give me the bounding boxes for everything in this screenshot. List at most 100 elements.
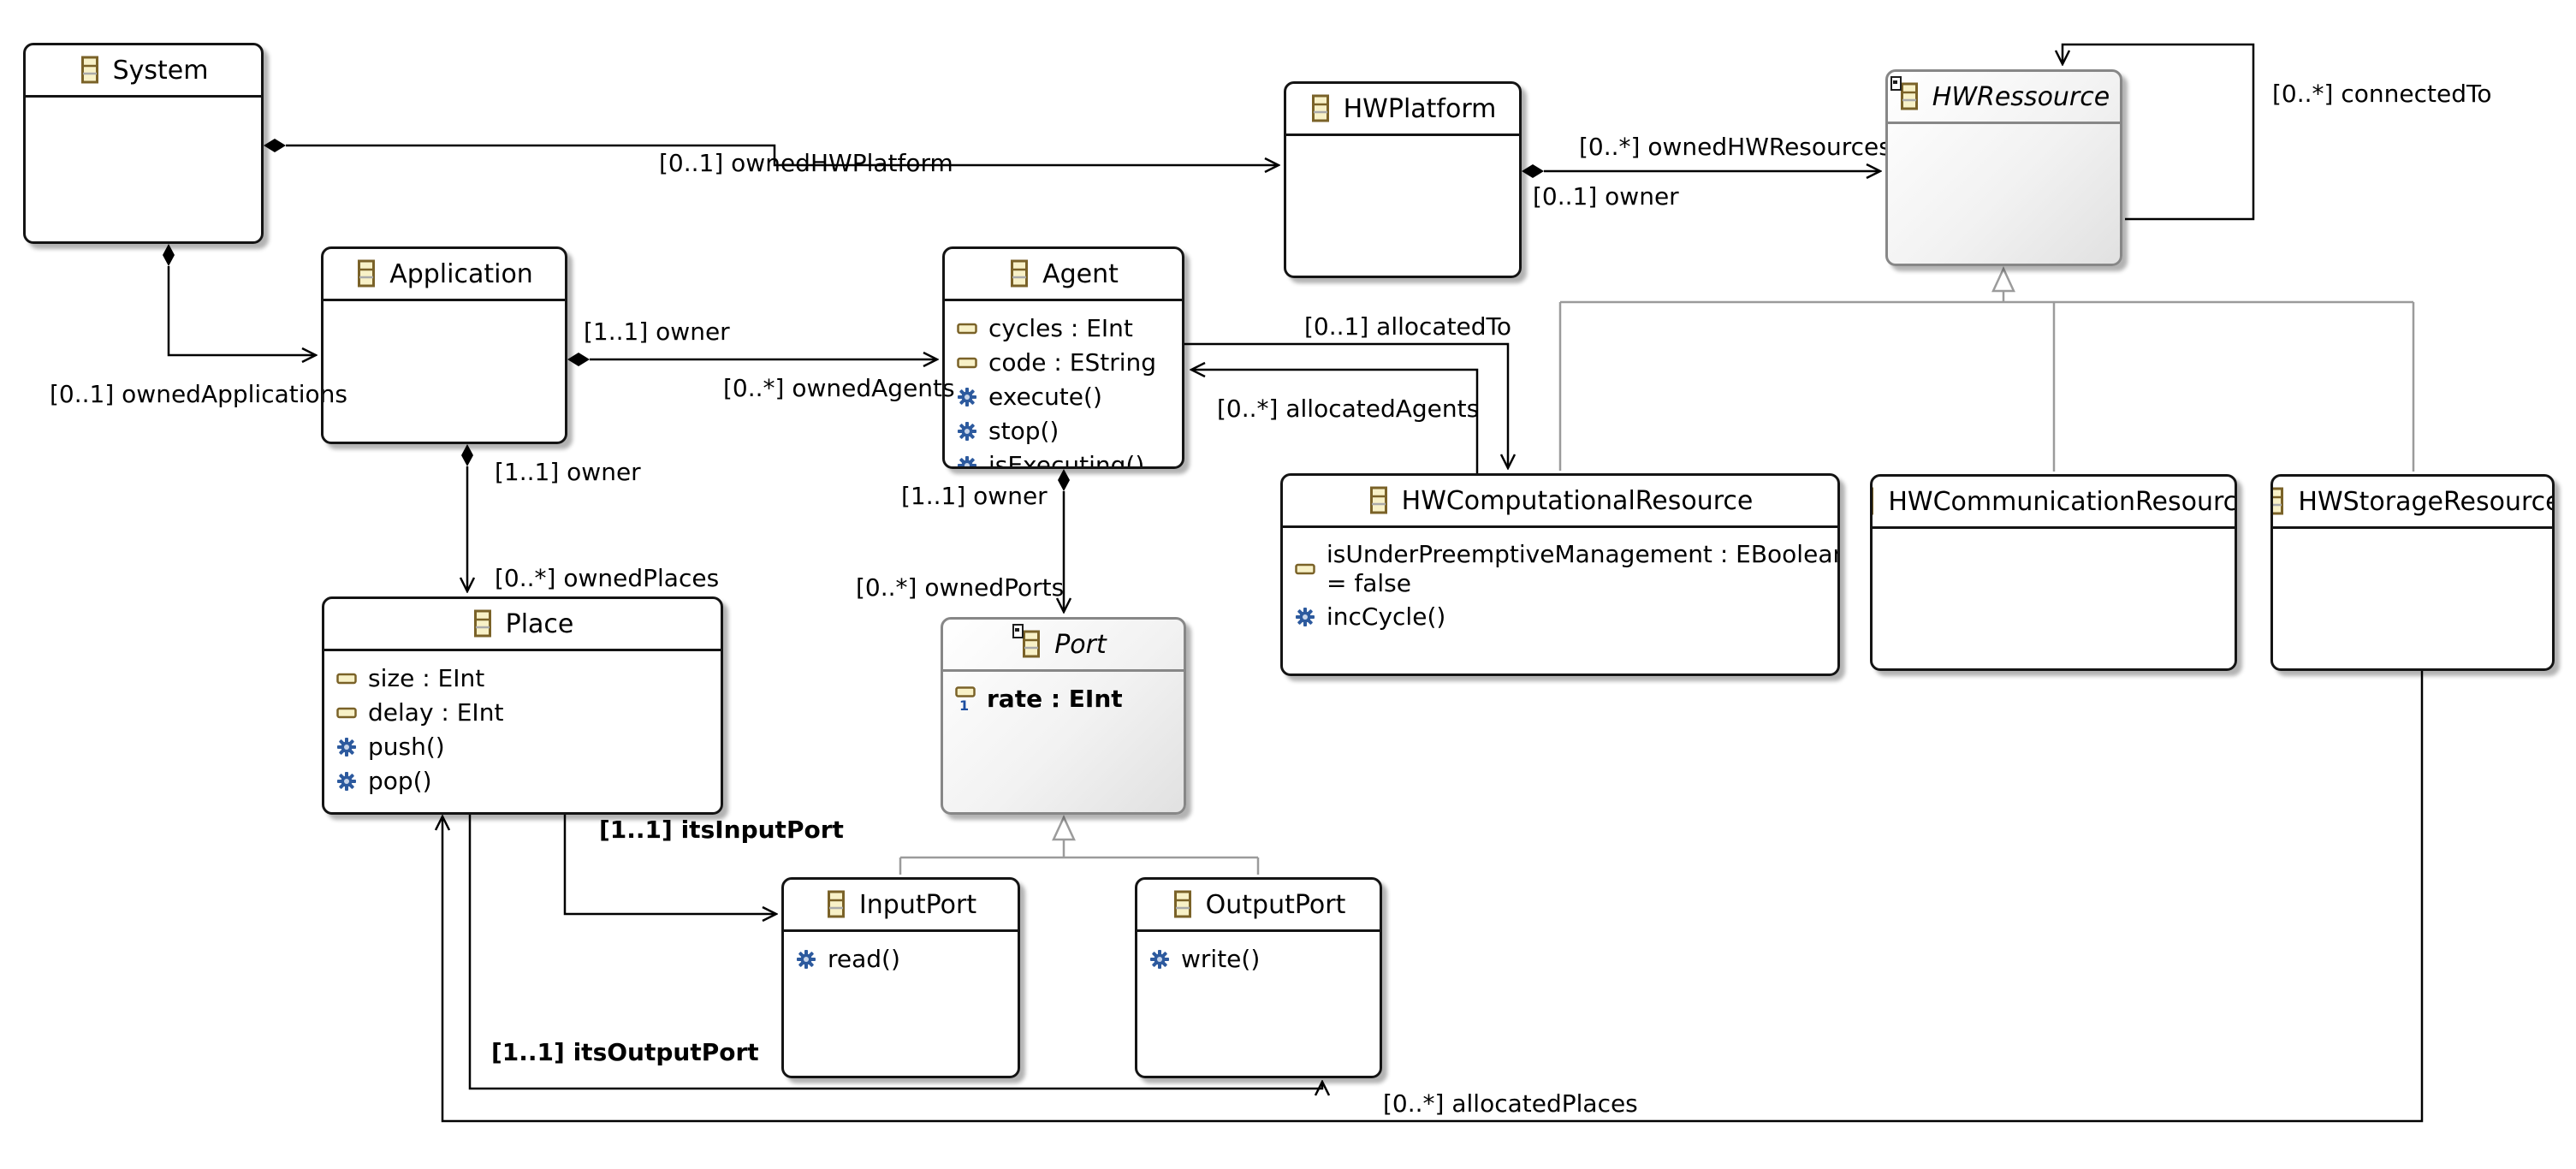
edge-owned-hw-platform[interactable] [286,144,1279,165]
class-members [323,301,565,312]
class-node-hwstorageresource[interactable]: HWStorageResource [2270,474,2555,671]
member-attribute[interactable]: size : EInt [336,662,715,696]
class-header: OutputPort [1137,880,1380,932]
class-node-hwplatform[interactable]: HWPlatform [1284,81,1522,278]
member-operation[interactable]: push() [336,730,715,764]
attribute-required-icon: 1 [955,686,976,712]
member-operation[interactable]: write() [1149,942,1374,976]
class-node-port[interactable]: Port 1 rate : EInt [941,617,1186,815]
class-icon [2273,487,2286,516]
class-node-outputport[interactable]: OutputPort write() [1135,877,1382,1078]
class-icon [1172,890,1194,919]
member-attribute[interactable]: delay : EInt [336,696,715,730]
operation-icon [957,455,977,466]
generalization-port-tree[interactable] [899,840,1260,875]
edge-allocated-agents[interactable] [1191,370,1479,473]
label-owned-agents[interactable]: [0..*] ownedAgents [723,374,955,402]
label-its-input-port[interactable]: [1..1] itsInputPort [599,816,844,844]
member-text: incCycle() [1327,602,1446,631]
class-node-hwcommunicationresource[interactable]: HWCommunicationResource [1870,474,2237,671]
class-name: Place [505,608,574,639]
label-owned-hw-platform[interactable]: [0..1] ownedHWPlatform [659,149,953,177]
class-members [1888,124,2120,134]
label-owned-applications[interactable]: [0..1] ownedApplications [50,380,347,408]
abstract-class-icon [1890,76,1920,111]
class-members [1286,136,1519,146]
member-attribute[interactable]: isUnderPreemptiveManagement : EBoolean= … [1295,538,1837,600]
operation-icon [796,949,816,970]
member-operation[interactable]: isExecuting() [957,448,1177,469]
member-attribute[interactable]: code : EString [957,346,1177,380]
member-operation[interactable]: incCycle() [1295,600,1832,634]
edge-allocated-to[interactable] [1184,342,1508,468]
class-node-hwcomputationalresource[interactable]: HWComputationalResource isUnderPreemptiv… [1280,473,1840,676]
member-attribute[interactable]: cycles : EInt [957,312,1177,346]
edge-its-input-port[interactable] [563,815,776,914]
member-operation[interactable]: read() [796,942,1012,976]
member-operation[interactable]: execute() [957,380,1177,414]
label-owned-hw-resources[interactable]: [0..*] ownedHWResources [1579,133,1891,161]
label-owned-places[interactable]: [0..*] ownedPlaces [495,564,720,592]
composition-diamonds [163,139,1544,491]
edge-allocated-places[interactable] [442,671,2424,1123]
label-place-owner[interactable]: [1..1] owner [495,458,641,486]
class-node-application[interactable]: Application [321,246,567,444]
class-name: HWRessource [1932,81,2110,112]
label-its-output-port[interactable]: [1..1] itsOutputPort [491,1038,759,1066]
class-members: read() [784,932,1018,976]
label-owned-ports[interactable]: [0..*] ownedPorts [856,573,1065,602]
class-members [1873,529,2235,539]
diamond-system-hwplatform [264,139,286,152]
member-text: rate : EInt [987,685,1123,713]
class-members [26,98,261,108]
operation-icon [957,421,977,442]
label-connected-to[interactable]: [0..*] connectedTo [2272,80,2492,108]
attribute-icon [336,706,357,720]
diamond-hwplatform-hwressource [1522,164,1544,178]
label-app-owner[interactable]: [1..1] owner [584,317,730,346]
diamond-system-application [163,244,175,266]
member-operation[interactable]: stop() [957,414,1177,448]
class-header: HWComputationalResource [1283,476,1837,528]
operation-icon [1295,607,1315,627]
attribute-icon [1295,562,1315,576]
member-text: read() [828,945,900,973]
abstract-class-marker [1890,76,1902,91]
member-attribute-required[interactable]: 1 rate : EInt [955,682,1178,716]
label-allocated-places[interactable]: [0..*] allocatedPlaces [1383,1089,1638,1118]
class-name: Port [1054,629,1107,660]
class-members: isUnderPreemptiveManagement : EBoolean= … [1283,528,1837,634]
class-name: HWComputationalResource [1401,485,1754,516]
member-text: delay : EInt [368,698,504,727]
member-text: isUnderPreemptiveManagement : EBoolean= … [1327,540,1840,597]
attribute-icon [336,672,357,685]
edge-its-output-port[interactable] [468,815,1322,1089]
label-allocated-to[interactable]: [0..1] allocatedTo [1304,312,1512,341]
edge-connected-to[interactable] [2063,43,2255,221]
generalization-hwressource-tree[interactable] [1558,292,2415,472]
member-operation[interactable]: pop() [336,764,715,798]
member-text: isExecuting() [988,451,1145,469]
label-port-owner[interactable]: [1..1] owner [901,482,1048,510]
label-hw-owner[interactable]: [0..1] owner [1533,182,1679,211]
edge-owned-applications[interactable] [167,266,316,355]
class-name: HWCommunicationResource [1888,486,2235,517]
class-name: OutputPort [1205,889,1346,920]
class-name: InputPort [858,889,977,920]
class-icon [1309,94,1332,123]
label-allocated-agents[interactable]: [0..*] allocatedAgents [1217,395,1480,423]
class-icon [1873,487,1876,516]
attribute-icon [957,322,977,335]
member-text: cycles : EInt [988,314,1133,342]
diamond-application-agent [567,353,590,366]
diamond-application-place [461,444,473,466]
class-node-inputport[interactable]: InputPort read() [781,877,1020,1078]
class-header: HWPlatform [1286,84,1519,136]
member-text: push() [368,733,445,761]
class-node-system[interactable]: System [23,43,264,244]
class-node-hwressource[interactable]: HWRessource [1885,69,2122,266]
